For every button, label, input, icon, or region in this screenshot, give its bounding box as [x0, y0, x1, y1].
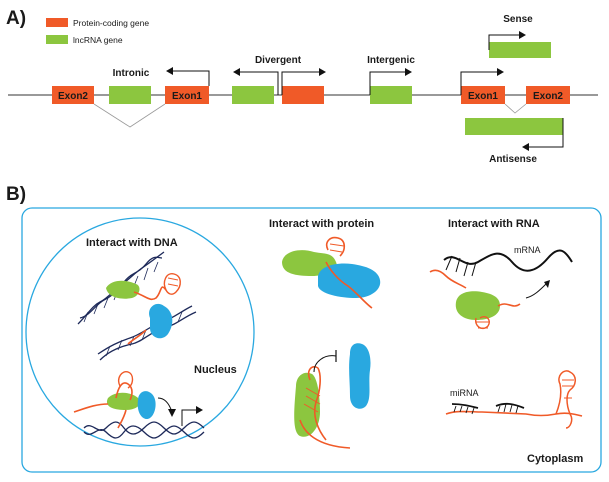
exon2-right-box: [526, 86, 570, 104]
protein-tss-arrow: [460, 71, 499, 95]
sense-arrowhead: [519, 31, 526, 39]
protein-blue-blob-bottom: [137, 391, 156, 420]
sense-arrow: [488, 34, 521, 50]
intergenic-arrow: [369, 71, 407, 95]
divergent-protein-box: [282, 86, 324, 104]
mirna-1: [451, 403, 479, 409]
rna-effect-arrowhead: [544, 280, 550, 288]
mirna-2-pairs: [497, 403, 519, 414]
dna-helix-lower: [97, 305, 197, 361]
rna-rungs-mrna: [476, 321, 490, 329]
protein-blue-blob-bottom: [349, 343, 371, 409]
inhibition-line: [313, 355, 337, 373]
rna-rungs-sponge: [562, 379, 574, 399]
exon2-right-label: Exon2: [533, 91, 563, 102]
tss-arrowhead-bottom: [196, 406, 203, 414]
intergenic-lncrna-box: [370, 86, 412, 104]
exon1-left-label: Exon1: [172, 91, 202, 102]
protein-blue-blob-top: [318, 263, 381, 298]
divergent-left-arrow: [238, 71, 279, 95]
rna-hairpin-dna: [163, 273, 181, 295]
divergent-lncrna-box: [232, 86, 274, 104]
rna-rungs-protein-top: [329, 243, 345, 253]
mirna-label: miRNA: [450, 388, 479, 398]
mrna-base-pairs: [445, 255, 477, 277]
intergenic-label: Intergenic: [367, 55, 415, 66]
rna-strand-protein-top: [325, 236, 373, 309]
interact-protein-label: Interact with protein: [269, 218, 374, 230]
sense-lncrna-box: [489, 42, 551, 58]
panel-a-tag: A): [6, 8, 26, 29]
lncrna-green-blob-bottom: [106, 392, 141, 410]
rna-rungs-protein-bottom: [303, 387, 321, 413]
antisense-arrow: [527, 118, 564, 148]
intron-splice-right: [504, 103, 527, 114]
antisense-lncrna-box: [465, 118, 563, 135]
exon1-right-box: [461, 86, 505, 104]
intron-splice-left: [93, 103, 166, 128]
exon2-left-label: Exon2: [58, 91, 88, 102]
lncrna-green-blob-dna: [106, 280, 140, 299]
rna-strand-mrna: [429, 269, 467, 289]
mirna-1-pairs: [453, 405, 475, 415]
intronic-tss-arrow: [170, 70, 210, 86]
legend-lncrna-label: lncRNA gene: [73, 35, 123, 45]
cell-border: [21, 207, 602, 473]
protein-blue-blob-dna: [149, 303, 173, 339]
rna-hairpin-bottom: [118, 371, 134, 389]
rna-hairpin-mrna: [474, 316, 490, 330]
mirna-2: [495, 402, 525, 409]
intronic-arrowhead: [166, 67, 173, 75]
exon2-left-box: [52, 86, 94, 104]
mrna-label: mRNA: [514, 245, 541, 255]
rna-effect-arrow: [525, 283, 547, 299]
legend-lncrna-swatch: [46, 35, 68, 44]
legend-protein-swatch: [46, 18, 68, 27]
protein-tss-arrowhead: [497, 68, 504, 76]
divergent-right-arrowhead: [319, 68, 326, 76]
divergent-left-arrowhead: [233, 68, 240, 76]
rna-strand-dna: [127, 286, 167, 345]
antisense-label: Antisense: [489, 154, 537, 165]
rna-green-blob: [455, 291, 500, 320]
interact-rna-label: Interact with RNA: [448, 218, 540, 230]
exon1-left-box: [165, 86, 209, 104]
nucleus-circle: [25, 217, 255, 447]
divergent-label: Divergent: [255, 55, 302, 66]
legend-protein-label: Protein-coding gene: [73, 18, 149, 28]
divergent-right-arrow: [281, 71, 321, 95]
mrna-strand: [443, 249, 573, 272]
rna-strand-bottom: [73, 382, 133, 429]
antisense-arrowhead: [522, 143, 529, 151]
tss-arrow-bottom: [181, 409, 198, 426]
rna-hairpin-sponge: [555, 370, 576, 429]
intronic-lncrna-box: [109, 86, 151, 104]
rna-hairpin-rungs-dna: [167, 277, 179, 287]
exon1-right-label: Exon1: [468, 91, 498, 102]
panel-b-tag: B): [6, 184, 26, 205]
rna-tail-mrna: [497, 303, 521, 307]
intronic-label: Intronic: [113, 68, 150, 79]
nucleus-label: Nucleus: [194, 364, 237, 376]
intergenic-arrowhead: [405, 68, 412, 76]
cytoplasm-label: Cytoplasm: [527, 453, 583, 465]
activation-curved-arrowhead: [168, 409, 176, 417]
sense-label: Sense: [503, 14, 533, 25]
interact-dna-label: Interact with DNA: [86, 237, 178, 249]
dna-helix-bottom: [83, 421, 205, 439]
